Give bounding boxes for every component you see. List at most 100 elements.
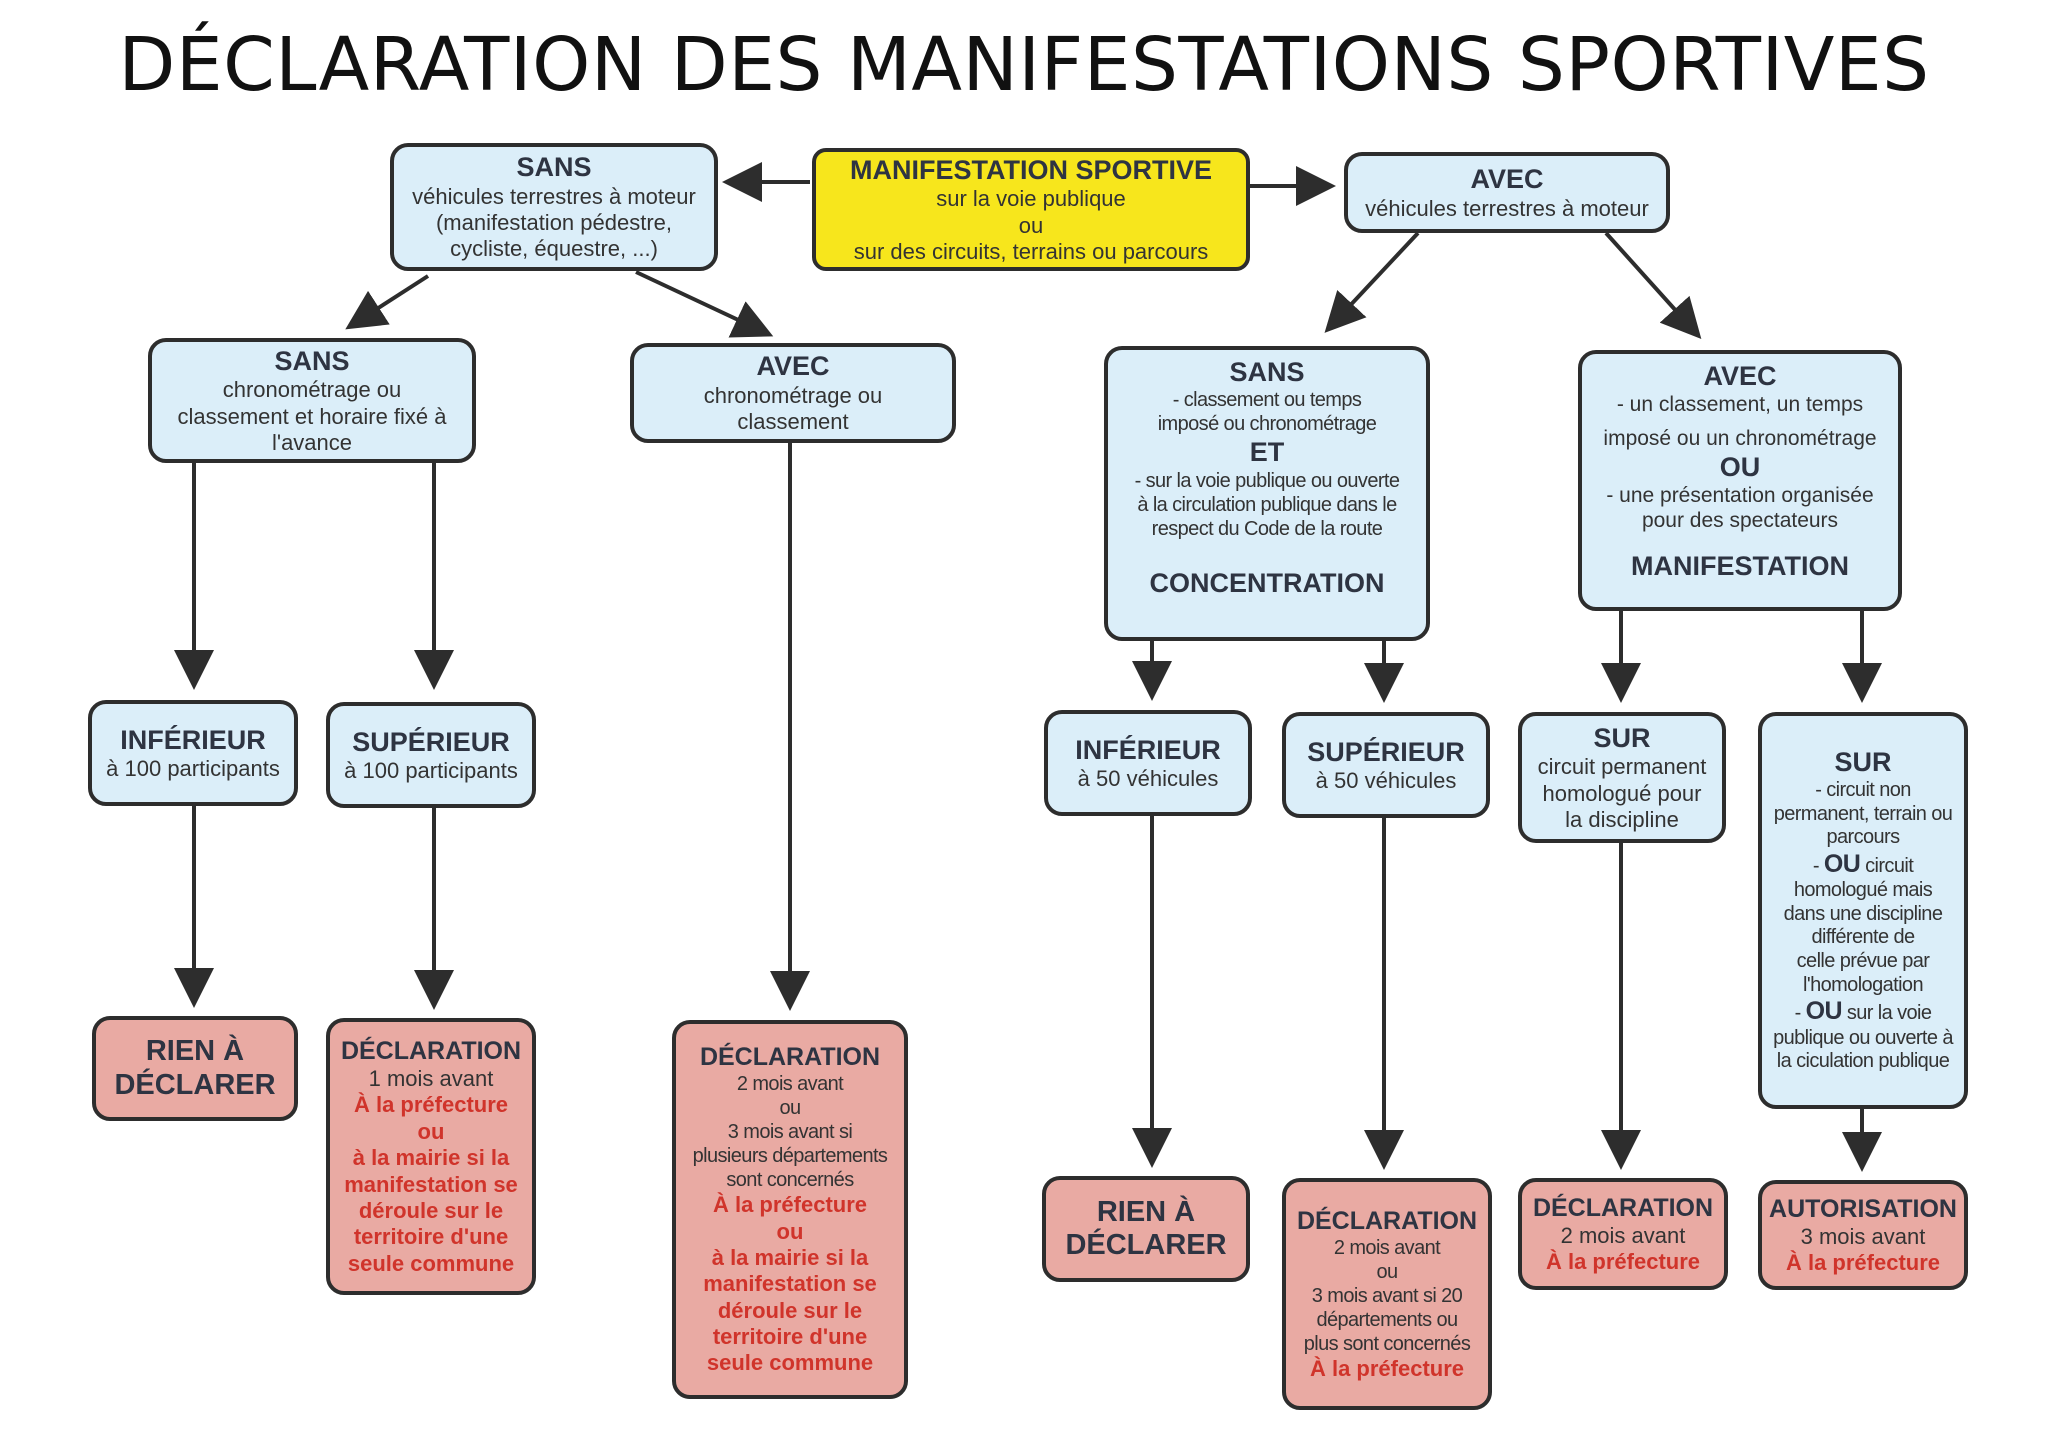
node-line: dans une discipline [1783,902,1943,925]
node-line: - un classement, un temps [1616,393,1864,417]
result-destination: À la préfecture [1545,1249,1701,1274]
node-line: imposé ou un chronométrage [1603,426,1877,450]
node-line: - sur la voie publique ou ouverte [1134,469,1400,492]
node-head: SUPÉRIEUR [352,726,510,757]
result-destination: À la préfecture [353,1092,509,1118]
result-destination: À la préfecture [712,1192,868,1218]
result-line: 2 mois avant [1333,1236,1441,1259]
node-line: l'homologation [1803,973,1924,996]
node-line-ou: - OU circuit [1812,849,1914,880]
result-declaration-2-mois-concentration: DÉCLARATION 2 mois avant ou 3 mois avant… [1282,1178,1492,1410]
page-title: DÉCLARATION DES MANIFESTATIONS SPORTIVES [118,22,1930,108]
result-destination: à la mairie si la [711,1244,869,1270]
node-head: SUR [1593,722,1651,753]
node-line: différente de [1811,926,1915,949]
arrow-left-to-avec-chrono [635,270,774,338]
node-line: cycliste, équestre, ...) [450,236,658,262]
result-line: RIEN À [145,1035,245,1068]
node-head: AVEC [756,351,830,382]
result-declaration-circuit-permanent: DÉCLARATION 2 mois avant À la préfecture [1518,1178,1728,1290]
node-head: SUR [1834,747,1892,778]
node-head: AVEC [1470,164,1544,195]
result-destination: manifestation se [344,1171,518,1197]
node-inferieur-100: INFÉRIEUR à 100 participants [88,700,298,806]
node-line: à la circulation publique dans le [1137,493,1397,516]
result-destination: seule commune [347,1250,515,1276]
node-line: chronométrage ou [703,382,883,408]
arrow-right-to-concentration [1324,231,1420,333]
result-head: DÉCLARATION [340,1036,522,1065]
node-manifestation: AVEC - un classement, un temps imposé ou… [1578,350,1902,611]
result-line: sont concernés [726,1169,854,1192]
node-line: (manifestation pédestre, [435,210,673,235]
node-line: véhicules terrestres à moteur [1365,195,1649,221]
node-sans-chronometrage: SANS chronométrage ou classement et hora… [148,338,476,463]
node-concentration: SANS - classement ou temps imposé ou chr… [1104,346,1430,641]
node-category-label: MANIFESTATION [1631,550,1849,581]
node-head: SANS [1229,357,1305,387]
result-line: DÉCLARER [1065,1229,1227,1261]
node-line: - circuit non [1815,778,1911,801]
node-head: INFÉRIEUR [120,724,266,755]
node-line: - classement ou temps [1172,389,1362,412]
result-line: 2 mois avant [1560,1222,1686,1248]
node-sur-circuit-non-permanent: SUR - circuit non permanent, terrain ou … [1758,712,1968,1109]
result-head: DÉCLARATION [699,1043,881,1072]
node-line: à 50 véhicules [1315,768,1457,793]
result-line: 3 mois avant [1800,1223,1926,1249]
result-line: 3 mois avant si 20 [1311,1284,1463,1307]
node-line: à 100 participants [106,756,280,781]
node-line: circuit permanent [1537,754,1707,780]
node-line: publique ou ouverte à [1773,1026,1953,1049]
node-head: AVEC [1703,361,1777,391]
node-line: permanent, terrain ou [1773,802,1953,825]
result-declaration-2-mois: DÉCLARATION 2 mois avant ou 3 mois avant… [672,1020,908,1399]
result-declaration-1-mois: DÉCLARATION 1 mois avant À la préfecture… [326,1018,536,1295]
result-line: RIEN À [1096,1195,1196,1228]
node-connector-et: ET [1249,437,1285,468]
node-connector-ou: OU [1823,849,1861,878]
result-destination: À la préfecture [1309,1355,1465,1381]
node-head: INFÉRIEUR [1075,734,1221,765]
result-destination: déroule sur le [717,1297,863,1323]
result-destination: territoire d'une [353,1224,509,1250]
node-line: classement [737,409,849,435]
node-line: celle prévue par [1796,950,1930,973]
node-avec-vehicules: AVEC véhicules terrestres à moteur [1344,152,1670,233]
result-line: plusieurs départements [692,1145,888,1168]
result-head: AUTORISATION [1769,1194,1957,1223]
result-line: départements ou [1316,1308,1458,1331]
node-superieur-100: SUPÉRIEUR à 100 participants [326,702,536,808]
node-line: sur des circuits, terrains ou parcours [853,238,1209,264]
node-line-ou: - OU sur la voie [1795,997,1932,1027]
node-text: circuit [1860,854,1914,877]
dash-prefix: - [1812,854,1824,877]
node-head: MANIFESTATION SPORTIVE [849,154,1212,185]
node-line: chronométrage ou [222,377,402,403]
node-line: à 50 véhicules [1077,766,1219,791]
node-line: ou [1018,212,1044,238]
node-manifestation-sportive: MANIFESTATION SPORTIVE sur la voie publi… [812,148,1250,271]
dash-prefix: - [1794,1002,1806,1025]
result-destination: déroule sur le [358,1197,504,1223]
result-rien-a-declarer-1: RIEN À DÉCLARER [92,1016,298,1121]
result-destination: seule commune [706,1350,874,1376]
result-destination: À la préfecture [1785,1250,1941,1275]
node-line: imposé ou chronométrage [1157,413,1377,436]
node-text: sur la voie [1841,1002,1932,1025]
node-line: homologué mais [1793,879,1933,902]
node-line: véhicules terrestres à moteur [412,183,696,209]
result-rien-a-declarer-2: RIEN À DÉCLARER [1042,1176,1250,1282]
node-line: pour des spectateurs [1641,509,1839,533]
result-head: DÉCLARATION [1532,1193,1714,1222]
node-line: homologué pour [1542,780,1702,806]
result-destination: territoire d'une [712,1324,868,1350]
result-autorisation: AUTORISATION 3 mois avant À la préfectur… [1758,1180,1968,1290]
node-inferieur-50: INFÉRIEUR à 50 véhicules [1044,710,1252,816]
node-line: sur la voie publique [936,186,1126,212]
node-sans-vehicules: SANS véhicules terrestres à moteur (mani… [390,143,718,271]
node-category-label: CONCENTRATION [1149,567,1385,598]
node-line: la ciculation publique [1776,1050,1950,1073]
node-head: SANS [274,345,350,376]
